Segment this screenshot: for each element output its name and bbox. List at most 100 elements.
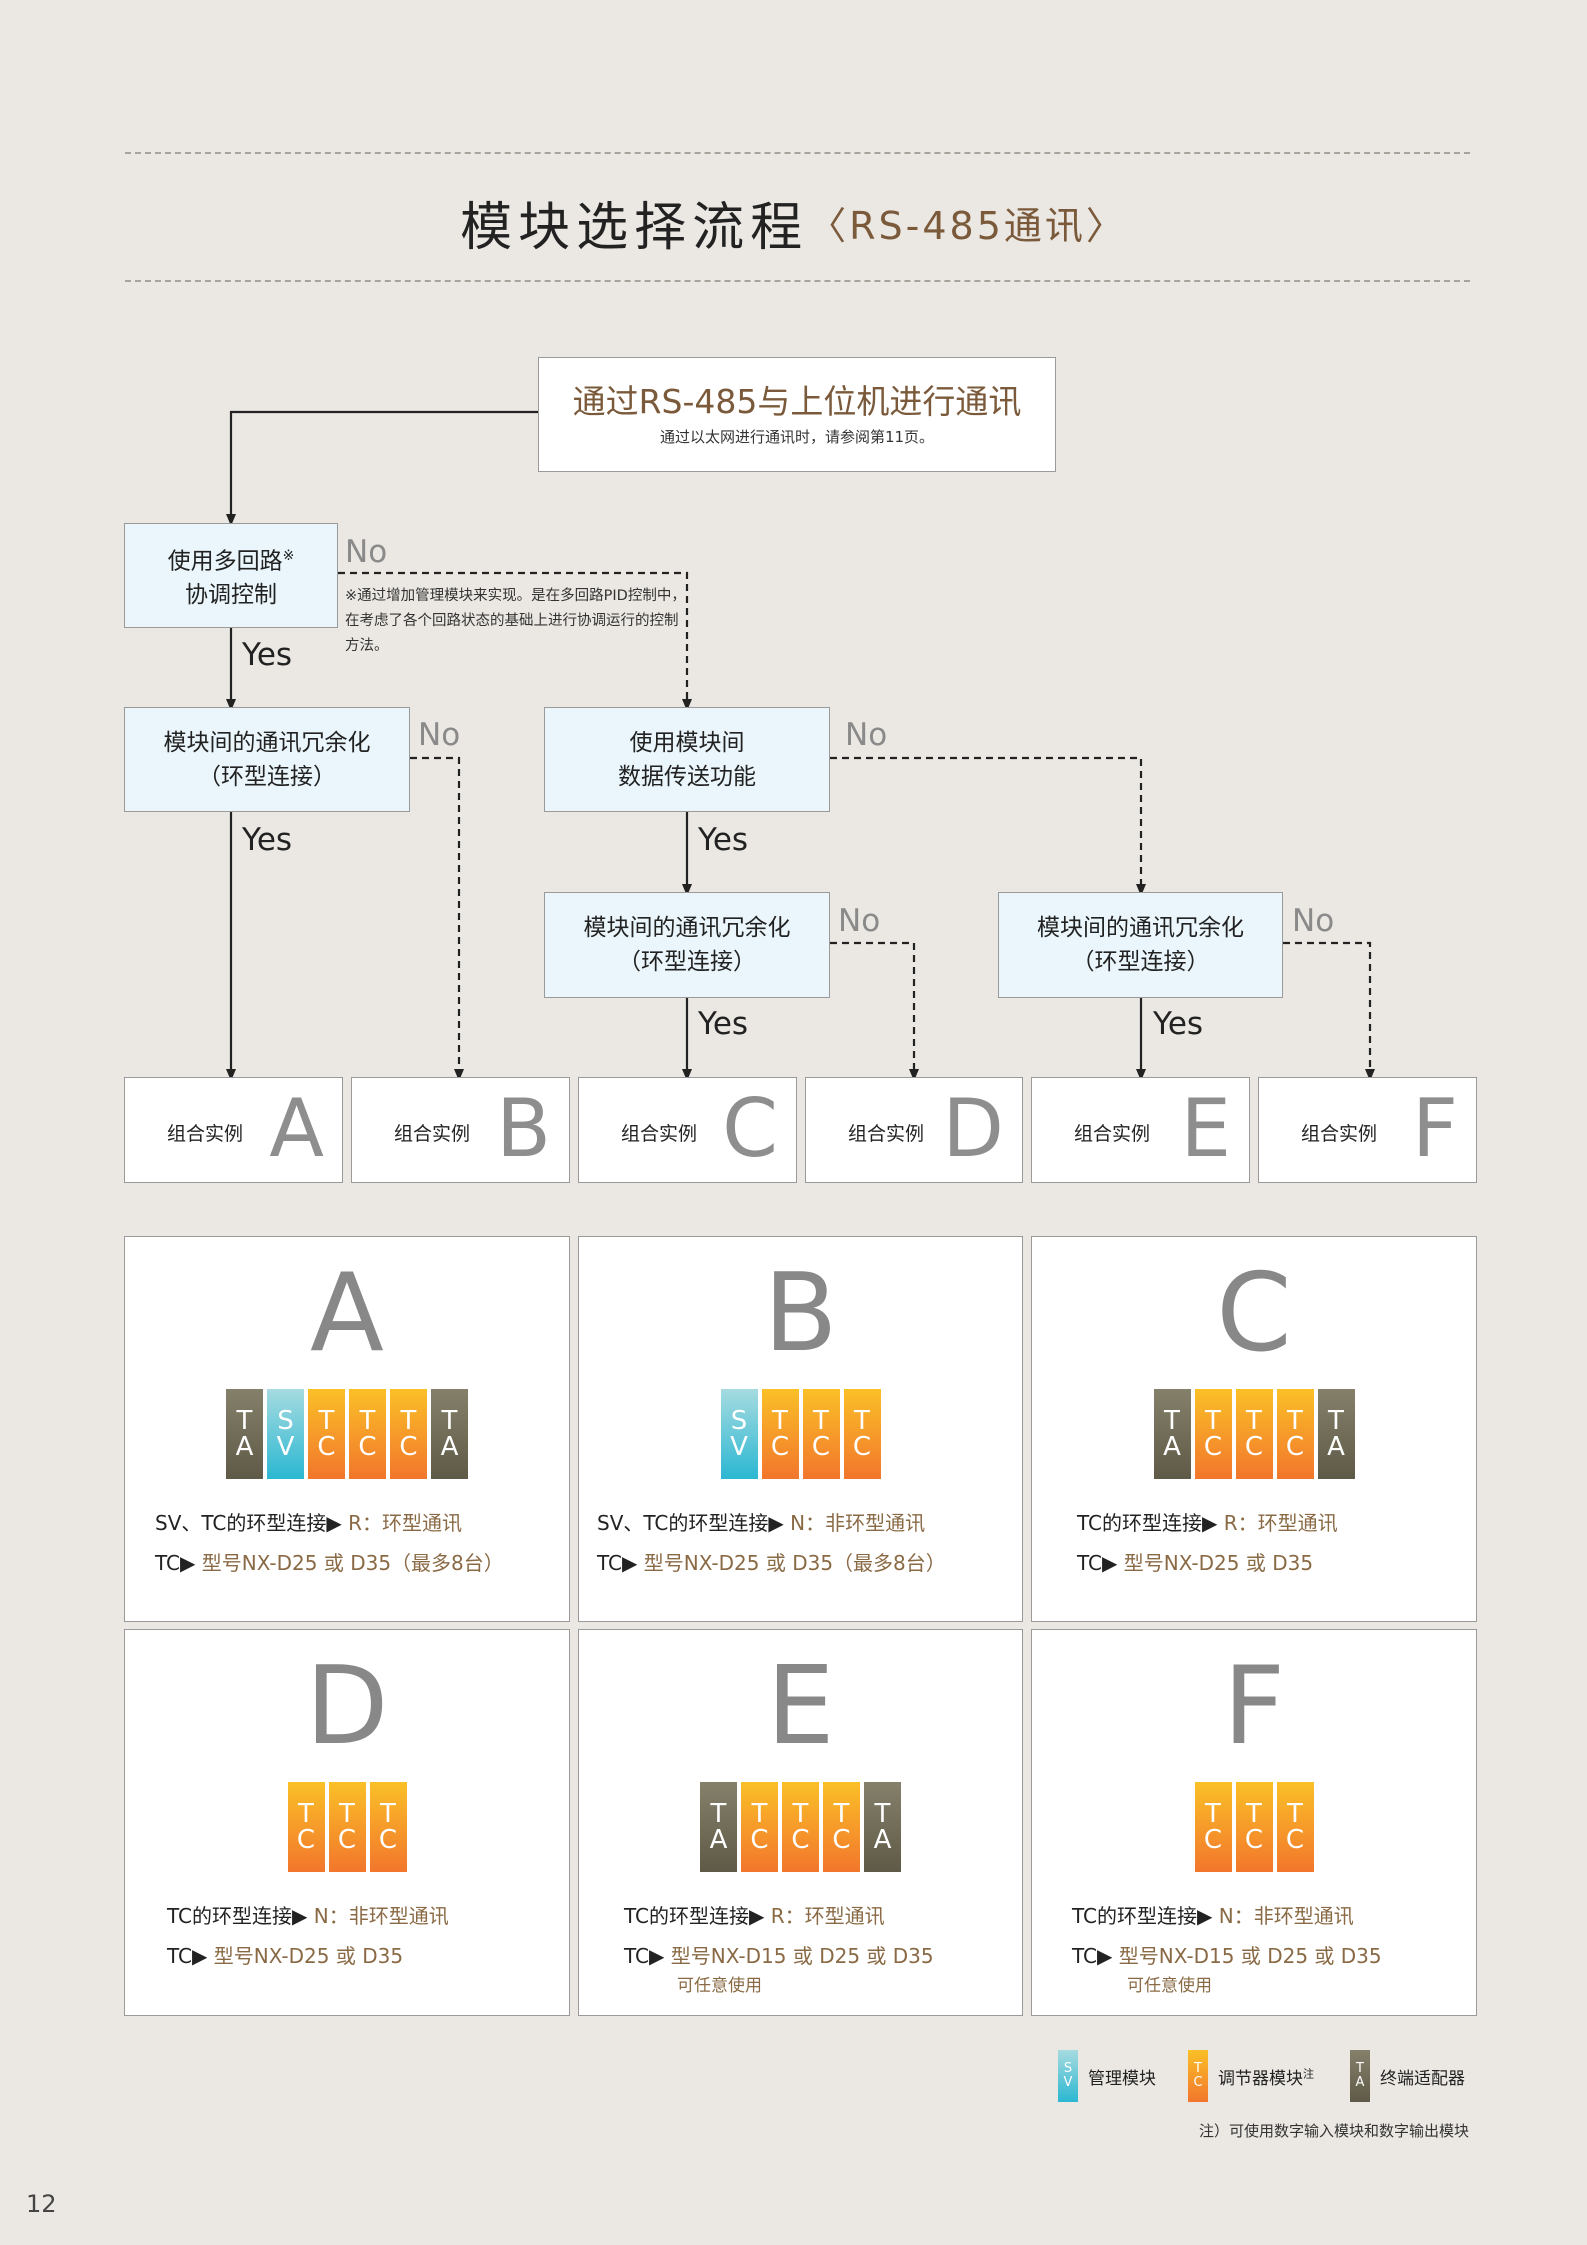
panel-letter: D <box>305 1644 389 1769</box>
top-divider <box>125 152 1470 154</box>
panel-connection-line: SV、TC的环型连接▶ R：环型通讯 <box>155 1511 463 1535</box>
q2-line1: 模块间的通讯冗余化 <box>163 729 371 756</box>
q4-line1: 模块间的通讯冗余化 <box>583 915 791 941</box>
line-q2-no <box>410 756 464 1081</box>
combo-box-f: 组合实例 F <box>1258 1077 1477 1183</box>
page-number: 12 <box>26 2190 57 2218</box>
decision-data-transfer: 使用模块间 数据传送功能 <box>544 707 830 812</box>
page-title: 模块选择流程〈RS-485通讯〉 <box>0 185 1587 260</box>
combo-label: 组合实例 <box>394 1123 471 1145</box>
combo-box-e: 组合实例 E <box>1031 1077 1250 1183</box>
title-main: 模块选择流程 <box>460 198 809 258</box>
label-no-q3: No <box>845 717 888 753</box>
combo-letter: C <box>722 1082 778 1175</box>
panel-letter: C <box>1216 1251 1292 1376</box>
panel-connection-line: TC的环型连接▶ R：环型通讯 <box>1077 1511 1338 1535</box>
multi-loop-footnote: ※通过增加管理模块来实现。是在多回路PID控制中，在考虑了各个回路状态的基础上进… <box>345 588 686 654</box>
panel-usage-note: 可任意使用 <box>677 1976 762 1996</box>
decision-redundancy-2: 模块间的通讯冗余化 （环型连接） <box>544 892 830 998</box>
label-no-q2: No <box>418 717 461 753</box>
title-sub: 〈RS-485通讯〉 <box>808 204 1127 248</box>
panel-letter: B <box>763 1251 838 1376</box>
label-no-q1: No <box>345 534 388 570</box>
line-q5-no <box>1283 941 1375 1081</box>
decision-multi-loop: 使用多回路※ 协调控制 <box>124 523 338 628</box>
q5-line2: （环型连接） <box>1071 949 1210 975</box>
combo-label: 组合实例 <box>621 1123 698 1145</box>
footnote: 注）可使用数字输入模块和数字输出模块 <box>1198 2122 1469 2140</box>
combo-letter: E <box>1180 1082 1231 1175</box>
combo-label: 组合实例 <box>1301 1123 1378 1145</box>
start-box: 通过RS-485与上位机进行通讯 通过以太网进行通讯时，请参阅第11页。 <box>538 357 1056 472</box>
q4-line2: （环型连接） <box>618 949 756 975</box>
panel-letter: A <box>310 1251 384 1376</box>
combo-letter: D <box>942 1082 1004 1175</box>
combo-letter: F <box>1411 1082 1458 1175</box>
q1-line2: 协调控制 <box>185 582 277 609</box>
panel-letter: E <box>766 1644 835 1769</box>
panel-letter: F <box>1222 1644 1286 1769</box>
legend-ta-label: 终端适配器 <box>1380 2068 1465 2089</box>
label-yes-q4: Yes <box>698 1006 749 1042</box>
combo-label: 组合实例 <box>167 1123 244 1145</box>
line-top-to-q1 <box>226 410 538 526</box>
panel-model-line: TC▶ 型号NX-D15 或 D25 或 D35 <box>624 1944 934 1968</box>
panel-connection-line: TC的环型连接▶ R：环型通讯 <box>624 1904 885 1928</box>
q5-line1: 模块间的通讯冗余化 <box>1037 915 1244 941</box>
panel-model-line: TC▶ 型号NX-D25 或 D35（最多8台） <box>155 1551 504 1575</box>
q1-line1: 使用多回路 <box>167 548 283 575</box>
decision-redundancy-3: 模块间的通讯冗余化 （环型连接） <box>998 892 1283 998</box>
combo-letter: A <box>269 1082 324 1175</box>
start-note: 通过以太网进行通讯时，请参阅第11页。 <box>659 427 935 446</box>
panel-model-line: TC▶ 型号NX-D25 或 D35 <box>1077 1551 1314 1575</box>
q2-line2: （环型连接） <box>198 763 336 790</box>
panel-model-line: TC▶ 型号NX-D15 或 D25 或 D35 <box>1072 1944 1382 1968</box>
combo-label: 组合实例 <box>1074 1123 1151 1145</box>
label-yes-q3: Yes <box>698 822 749 858</box>
combo-box-c: 组合实例 C <box>578 1077 797 1183</box>
panel-model-line: TC▶ 型号NX-D25 或 D35 <box>167 1944 404 1968</box>
start-title: 通过RS-485与上位机进行通讯 <box>572 381 1022 421</box>
panel-connection-line: TC的环型连接▶ N：非环型通讯 <box>167 1904 449 1928</box>
q3-line1: 使用模块间 <box>629 729 745 756</box>
combo-box-a: 组合实例 A <box>124 1077 343 1183</box>
combo-letter: B <box>496 1082 551 1175</box>
label-no-q4: No <box>838 903 881 939</box>
line-q1-no <box>338 571 692 711</box>
legend-tc-sup: 注 <box>1303 2066 1314 2080</box>
panel-connection-line: TC的环型连接▶ N：非环型通讯 <box>1072 1904 1354 1928</box>
label-yes-q1: Yes <box>242 637 293 673</box>
